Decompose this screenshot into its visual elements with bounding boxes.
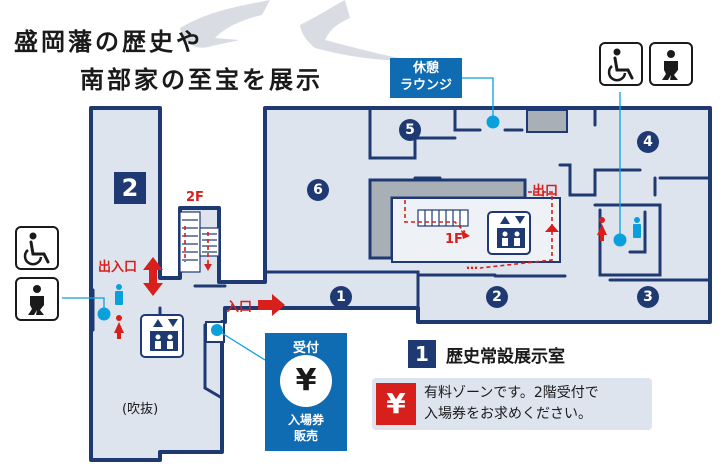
room-6-badge: 6 <box>313 182 323 198</box>
paid-zone-note: 有料ゾーンです。2階受付で 入場券をお求めください。 <box>424 385 599 422</box>
route-ellipsis: … <box>466 258 478 272</box>
atrium-label: (吹抜) <box>122 402 159 417</box>
crane-watermark <box>180 0 410 61</box>
elevator-icon <box>140 314 184 358</box>
page-title-line1: 盛岡藩の歴史や <box>14 27 203 56</box>
male-restroom-icon <box>115 217 641 305</box>
baby-changing-icon <box>15 277 59 321</box>
room-3-badge: 3 <box>643 289 653 305</box>
ticket-sales-label: 入場券 販売 <box>287 413 324 443</box>
reception-label: 受付 <box>292 341 319 356</box>
room-1-badge: 1 <box>336 289 346 305</box>
room-5-badge: 5 <box>405 122 415 138</box>
floor-2-badge: 2 <box>121 174 139 202</box>
entrance-exit-label: 出入口 <box>98 260 138 275</box>
room-4-badge: 4 <box>643 134 653 150</box>
exit-label: 出口 <box>532 184 559 199</box>
page-title-line2: 南部家の至宝を展示 <box>80 65 323 94</box>
baby-changing-icon <box>649 42 693 86</box>
stair-1f-label: 1F <box>445 232 463 247</box>
room-2-badge: 2 <box>492 289 502 305</box>
yen-icon: ¥ <box>386 387 406 420</box>
yen-icon: ¥ <box>295 363 317 398</box>
stair-2f-label: 2F <box>186 190 204 205</box>
legend-badge: 1 <box>415 342 429 366</box>
floor-area <box>89 106 712 462</box>
wheelchair-icon <box>15 226 59 270</box>
legend-title: 歴史常設展示室 <box>446 347 565 367</box>
entrance-label: 入口 <box>226 300 253 315</box>
floor-plan <box>89 106 712 462</box>
lounge-label: 休憩 ラウンジ <box>399 61 452 93</box>
elevator-icon <box>487 211 531 255</box>
female-restroom-icon <box>114 217 607 339</box>
wheelchair-icon <box>599 42 643 86</box>
